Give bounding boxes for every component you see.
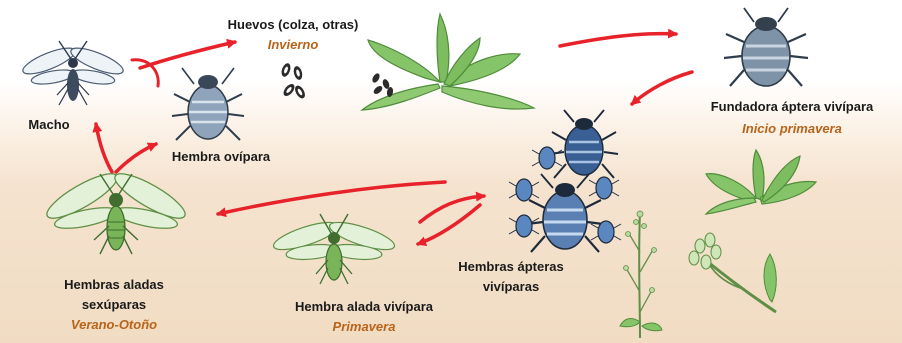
apteras-label-line1: Hembras ápteras	[452, 258, 570, 276]
arrow-colony-to-alate	[418, 205, 480, 244]
apteras-label-line2: vivíparas	[452, 278, 570, 296]
eggs-icon	[280, 62, 307, 100]
macho-aphid-icon	[20, 41, 126, 105]
sexuparas-label-line1: Hembras aladas	[54, 276, 174, 294]
nymph	[516, 215, 532, 237]
spring-plant-icon	[706, 150, 816, 214]
alada-vivipara-aphid-icon	[271, 214, 397, 284]
arrow-fundadora-to-colony	[632, 72, 692, 104]
nymph	[516, 179, 532, 201]
huevos-season: Invierno	[212, 36, 374, 54]
arrow-sexuparas-to-macho	[96, 124, 112, 172]
fundadora-aphid-icon	[724, 8, 808, 86]
flowering-stem-icon	[620, 211, 662, 338]
arrow-sexuparas-to-ovipara	[116, 144, 156, 172]
sexuparas-label-line2: sexúparas	[54, 296, 174, 314]
sexuparas-aphid-icon	[42, 166, 190, 254]
nymph	[539, 147, 555, 169]
fundadora-label: Fundadora áptera vivípara	[692, 98, 892, 116]
winter-rosette-plant-icon	[362, 14, 534, 110]
hembra-ovipara-label: Hembra ovípara	[160, 148, 282, 166]
aptera-colony-icon	[509, 110, 621, 252]
aptera-large-upper	[550, 110, 618, 178]
macho-label: Macho	[14, 116, 84, 134]
alada-vivipara-season: Primavera	[276, 318, 452, 336]
arrow-colony-to-sexuparas	[218, 182, 445, 214]
nymph	[598, 221, 614, 243]
fundadora-season: Inicio primavera	[692, 120, 892, 138]
aptera-large-lower	[527, 174, 603, 252]
sexuparas-season: Verano-Otoño	[54, 316, 174, 334]
arrow-eggs-to-plant	[560, 34, 676, 46]
huevos-label: Huevos (colza, otras)	[212, 16, 374, 34]
nymph	[596, 177, 612, 199]
seed-pod-branch-icon	[689, 233, 776, 312]
alada-vivipara-label: Hembra alada vivípara	[276, 298, 452, 316]
hembra-ovipara-aphid-icon	[172, 68, 244, 140]
